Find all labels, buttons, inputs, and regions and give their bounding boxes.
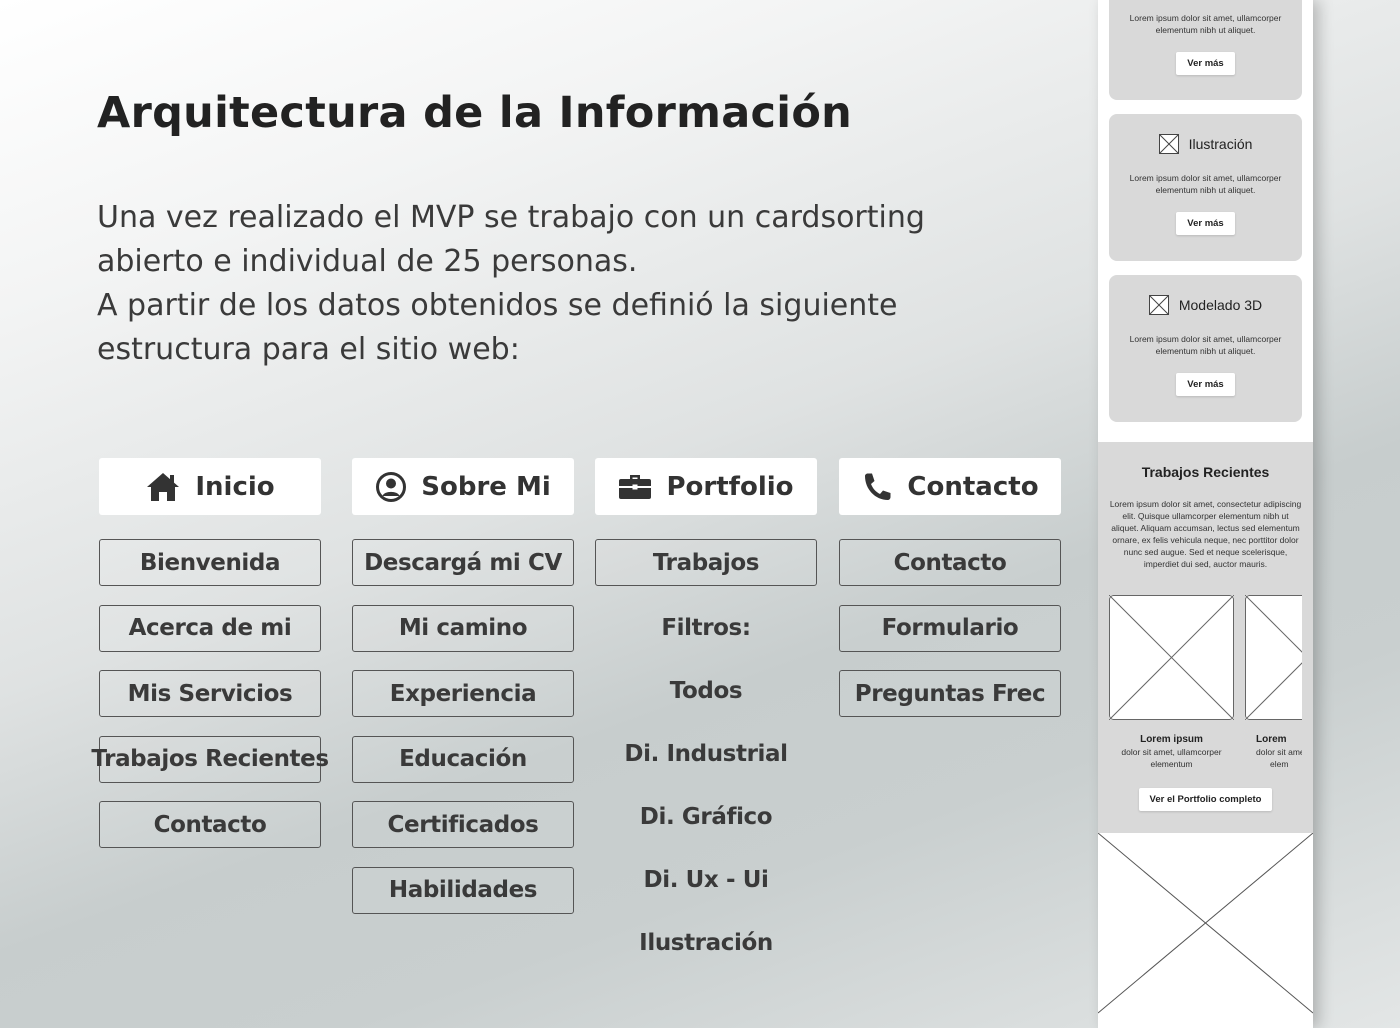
image-placeholder: [1108, 594, 1235, 721]
list-item: Experiencia: [352, 670, 574, 717]
column-header-inicio: Inicio: [99, 458, 321, 515]
list-item: Formulario: [839, 604, 1061, 652]
column-inicio: Inicio Bienvenida Acerca de mi Mis Servi…: [91, 458, 329, 867]
intro-line: Una vez realizado el MVP se trabajo con …: [97, 200, 925, 235]
intro-line: estructura para el sitio web:: [97, 332, 520, 367]
image-placeholder-icon: [1158, 134, 1179, 154]
work-text: elementum: [1150, 759, 1193, 769]
work-title: Lorem: [1256, 734, 1287, 745]
intro-paragraph: Una vez realizado el MVP se trabajo con …: [97, 196, 1017, 372]
ver-mas-button[interactable]: Ver más: [1176, 373, 1235, 396]
home-icon: [147, 472, 180, 501]
briefcase-icon: [619, 474, 652, 499]
list-item: Certificados: [352, 801, 574, 848]
user-circle-icon: [376, 471, 407, 502]
section-title: Trabajos Recientes: [1141, 464, 1270, 480]
column-header-sobre-mi: Sobre Mi: [352, 458, 574, 515]
list-item: Preguntas Frec: [839, 670, 1061, 717]
ver-mas-button[interactable]: Ver más: [1176, 212, 1235, 235]
image-placeholder: [1245, 595, 1302, 720]
phone-icon: [865, 473, 891, 500]
section-text: Lorem ipsum dolor sit amet, consectetur …: [1109, 499, 1302, 569]
work-title: Lorem ipsum: [1140, 734, 1203, 745]
wireframe-card: Ilustración Lorem ipsum dolor sit amet, …: [1109, 114, 1302, 261]
card-text: Lorem ipsum dolor sit amet, ullamcorper …: [1129, 334, 1282, 356]
column-header-contacto: Contacto: [839, 458, 1061, 515]
work-text: dolor sit amet: [1256, 747, 1302, 757]
wireframe-card: Modelado 3D Lorem ipsum dolor sit amet, …: [1109, 275, 1302, 422]
ver-mas-button[interactable]: Ver más: [1176, 52, 1235, 75]
column-header-label: Portfolio: [666, 471, 794, 502]
filter-item: Di. Industrial: [624, 741, 788, 767]
list-item: Mi camino: [352, 604, 574, 652]
image-placeholder: [1098, 832, 1313, 1028]
list-item: Contacto: [99, 801, 321, 848]
wireframe-card: Lorem ipsum dolor sit amet, ullamcorper …: [1109, 0, 1302, 100]
intro-line: A partir de los datos obtenidos se defin…: [97, 288, 898, 323]
list-item: Mis Servicios: [99, 670, 321, 717]
recent-works-section: Trabajos Recientes Lorem ipsum dolor sit…: [1098, 442, 1313, 833]
column-header-label: Inicio: [195, 471, 275, 502]
column-header-label: Contacto: [907, 471, 1039, 502]
list-item: Bienvenida: [99, 539, 321, 586]
list-item: Acerca de mi: [99, 604, 321, 652]
filter-label: Filtros:: [661, 615, 751, 641]
filter-item: Todos: [669, 678, 743, 704]
work-text: elem: [1270, 759, 1289, 769]
work-caption: Lorem ipsum dolor sit amet, ullamcorper …: [1109, 734, 1234, 770]
list-item: Trabajos: [595, 539, 817, 586]
column-sobre-mi: Sobre Mi Descargá mi CV Mi camino Experi…: [352, 458, 574, 932]
list-item: Descargá mi CV: [352, 539, 574, 586]
column-header-label: Sobre Mi: [421, 471, 551, 502]
card-title: Ilustración: [1188, 136, 1253, 152]
column-portfolio: Portfolio Trabajos Filtros: Todos Di. In…: [595, 458, 817, 983]
mobile-wireframe: Lorem ipsum dolor sit amet, ullamcorper …: [1098, 0, 1313, 1028]
card-title: Modelado 3D: [1178, 297, 1263, 313]
work-text: dolor sit amet, ullamcorper: [1121, 747, 1222, 757]
work-caption: Lorem dolor sit amet elem: [1245, 734, 1302, 770]
list-item: Contacto: [839, 539, 1061, 586]
full-portfolio-button[interactable]: Ver el Portfolio completo: [1138, 788, 1273, 811]
list-item: Habilidades: [352, 866, 574, 914]
card-text: Lorem ipsum dolor sit amet, ullamcorper …: [1129, 173, 1282, 195]
filter-item: Ilustración: [639, 930, 773, 956]
card-text: Lorem ipsum dolor sit amet, ullamcorper …: [1129, 13, 1282, 35]
page-title: Arquitectura de la Información: [97, 88, 853, 138]
column-contacto: Contacto Contacto Formulario Preguntas F…: [839, 458, 1061, 736]
filter-item: Di. Gráfico: [639, 804, 773, 830]
column-header-portfolio: Portfolio: [595, 458, 817, 515]
intro-line: abierto e individual de 25 personas.: [97, 244, 638, 279]
filter-item: Di. Ux - Ui: [643, 867, 769, 893]
image-placeholder-icon: [1148, 295, 1169, 315]
list-item: Trabajos Recientes: [91, 735, 329, 783]
list-item: Educación: [352, 735, 574, 783]
